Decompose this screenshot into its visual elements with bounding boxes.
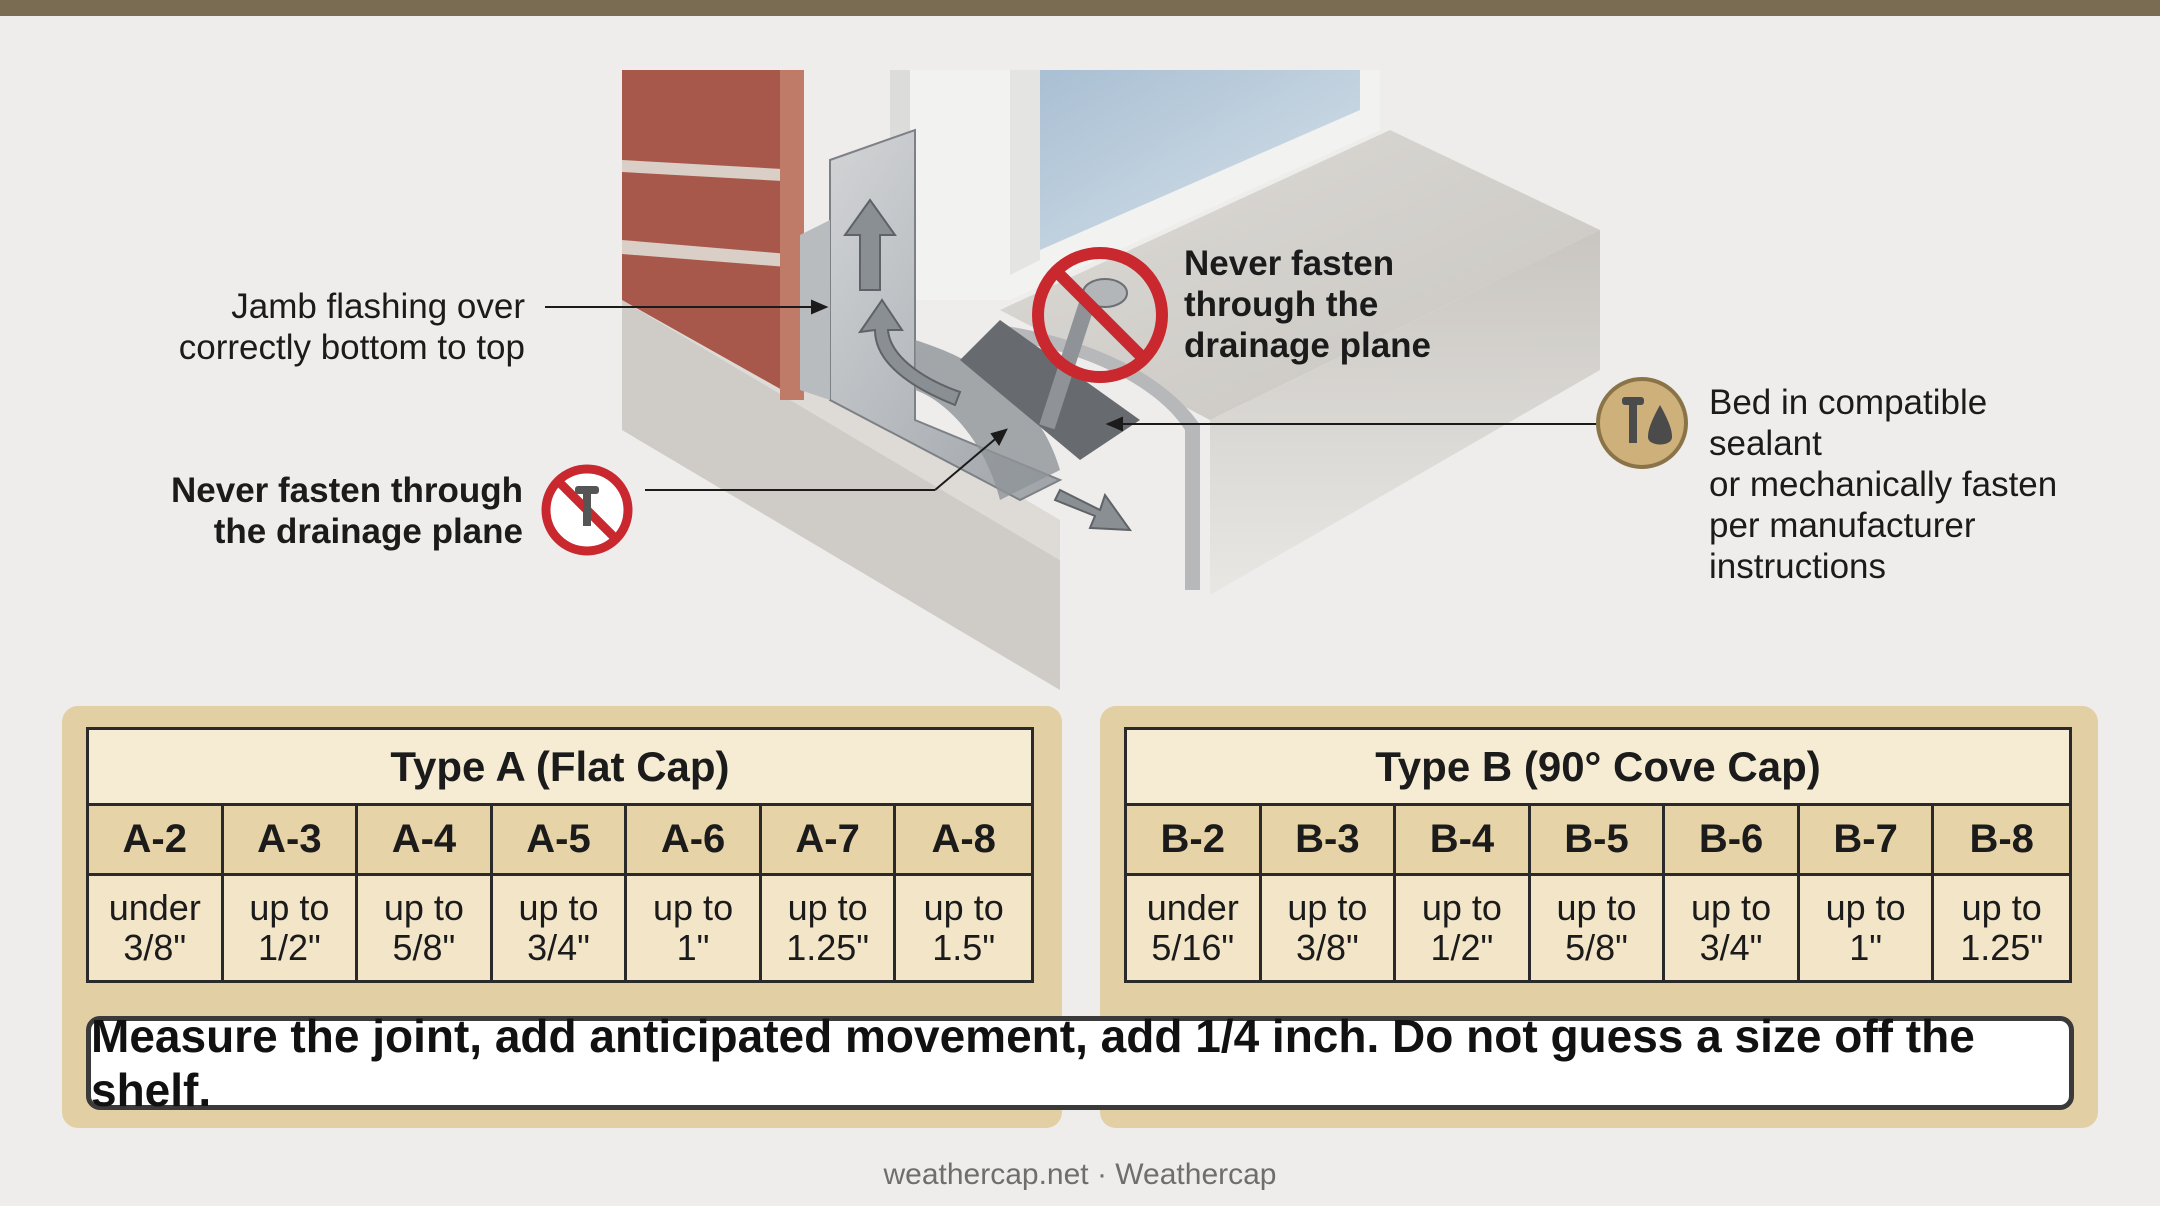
size-qualifier: up to xyxy=(1961,887,2042,928)
type-a-code: A-7 xyxy=(761,806,897,876)
type-a-code: A-2 xyxy=(89,806,224,876)
callout-line: Bed in compatible xyxy=(1709,383,1988,422)
size-qualifier: up to xyxy=(923,887,1004,928)
top-accent-bar xyxy=(0,0,2160,16)
size-qualifier: up to xyxy=(249,887,330,928)
callout-never-fasten-top: Never fasten through the drainage plane xyxy=(1184,243,1431,366)
sizing-note: Measure the joint, add anticipated movem… xyxy=(86,1010,2074,1116)
size-value: 1.5" xyxy=(932,927,996,968)
size-qualifier: under xyxy=(1146,887,1239,928)
size-value: 5/8" xyxy=(392,927,456,968)
type-b-code: B-7 xyxy=(1799,806,1935,876)
callout-line: instructions xyxy=(1709,547,1887,586)
size-qualifier: up to xyxy=(518,887,599,928)
type-a-title: Type A (Flat Cap) xyxy=(89,730,1031,806)
size-value: 1" xyxy=(676,927,710,968)
type-b-code: B-6 xyxy=(1665,806,1800,876)
size-qualifier: up to xyxy=(1825,887,1906,928)
type-b-code: B-4 xyxy=(1396,806,1531,876)
type-b-table: Type B (90° Cove Cap) B-2 B-3 B-4 B-5 B-… xyxy=(1124,727,2072,983)
type-a-code: A-5 xyxy=(492,806,628,876)
callout-bed-sealant: Bed in compatible sealant or mechanicall… xyxy=(1709,382,2057,587)
prohibit-sign-large xyxy=(1032,247,1168,383)
callout-line: drainage plane xyxy=(1184,326,1432,365)
type-b-title: Type B (90° Cove Cap) xyxy=(1127,730,2069,806)
callout-line: Never fasten through xyxy=(171,471,523,510)
size-value: 1" xyxy=(1849,927,1883,968)
type-b-code: B-2 xyxy=(1127,806,1262,876)
sill-flashing-illustration xyxy=(541,70,1688,690)
type-a-code: A-8 xyxy=(896,806,1031,876)
callout-line: Never fasten xyxy=(1184,244,1395,283)
size-value: 3/8" xyxy=(123,927,187,968)
size-value: 1.25" xyxy=(786,927,870,968)
callout-line: through the xyxy=(1184,285,1379,324)
type-a-code: A-4 xyxy=(358,806,493,876)
size-qualifier: under xyxy=(108,887,201,928)
size-value: 3/8" xyxy=(1295,927,1359,968)
size-value: 5/8" xyxy=(1565,927,1628,968)
size-value: 1/2" xyxy=(257,927,321,968)
callout-line: Jamb flashing over xyxy=(231,287,525,326)
type-a-code: A-6 xyxy=(627,806,762,876)
jamb-flashing xyxy=(800,128,1140,502)
size-value: 5/16" xyxy=(1151,927,1235,968)
type-a-table: Type A (Flat Cap) A-2 A-3 A-4 A-5 A-6 A-… xyxy=(86,727,1034,983)
size-qualifier: up to xyxy=(1691,887,1772,928)
size-qualifier: up to xyxy=(1556,887,1637,928)
callout-line: per manufacturer xyxy=(1709,506,1976,545)
callout-line: correctly bottom to top xyxy=(178,328,525,367)
flow-arrows xyxy=(843,198,1133,532)
size-value: 3/4" xyxy=(527,927,590,968)
callout-line: or mechanically fasten xyxy=(1709,465,2058,504)
callout-line: sealant xyxy=(1709,424,1822,463)
callout-never-fasten-left: Never fasten through the drainage plane xyxy=(171,470,523,552)
callout-line: the drainage plane xyxy=(213,512,523,551)
callout-jamb-flashing: Jamb flashing over correctly bottom to t… xyxy=(179,286,525,368)
leader-lines xyxy=(545,299,1600,491)
size-value: 3/4" xyxy=(1699,927,1763,968)
footer-credit: weathercap.net · Weathercap xyxy=(883,1158,1277,1191)
type-b-code: B-3 xyxy=(1261,806,1397,876)
window-frame xyxy=(890,70,1380,345)
size-qualifier: up to xyxy=(1421,887,1502,928)
type-a-code: A-3 xyxy=(223,806,359,876)
screw-and-sealant-drop-icon xyxy=(1596,377,1688,469)
size-value: 1.25" xyxy=(1960,927,2044,968)
size-qualifier: up to xyxy=(653,887,734,928)
type-b-code: B-8 xyxy=(1934,806,2069,876)
size-value: 1/2" xyxy=(1430,927,1494,968)
size-qualifier: up to xyxy=(1287,887,1368,928)
size-qualifier: up to xyxy=(383,887,464,928)
size-qualifier: up to xyxy=(787,887,868,928)
type-b-code: B-5 xyxy=(1530,806,1666,876)
no-fastener-icon xyxy=(541,464,633,556)
